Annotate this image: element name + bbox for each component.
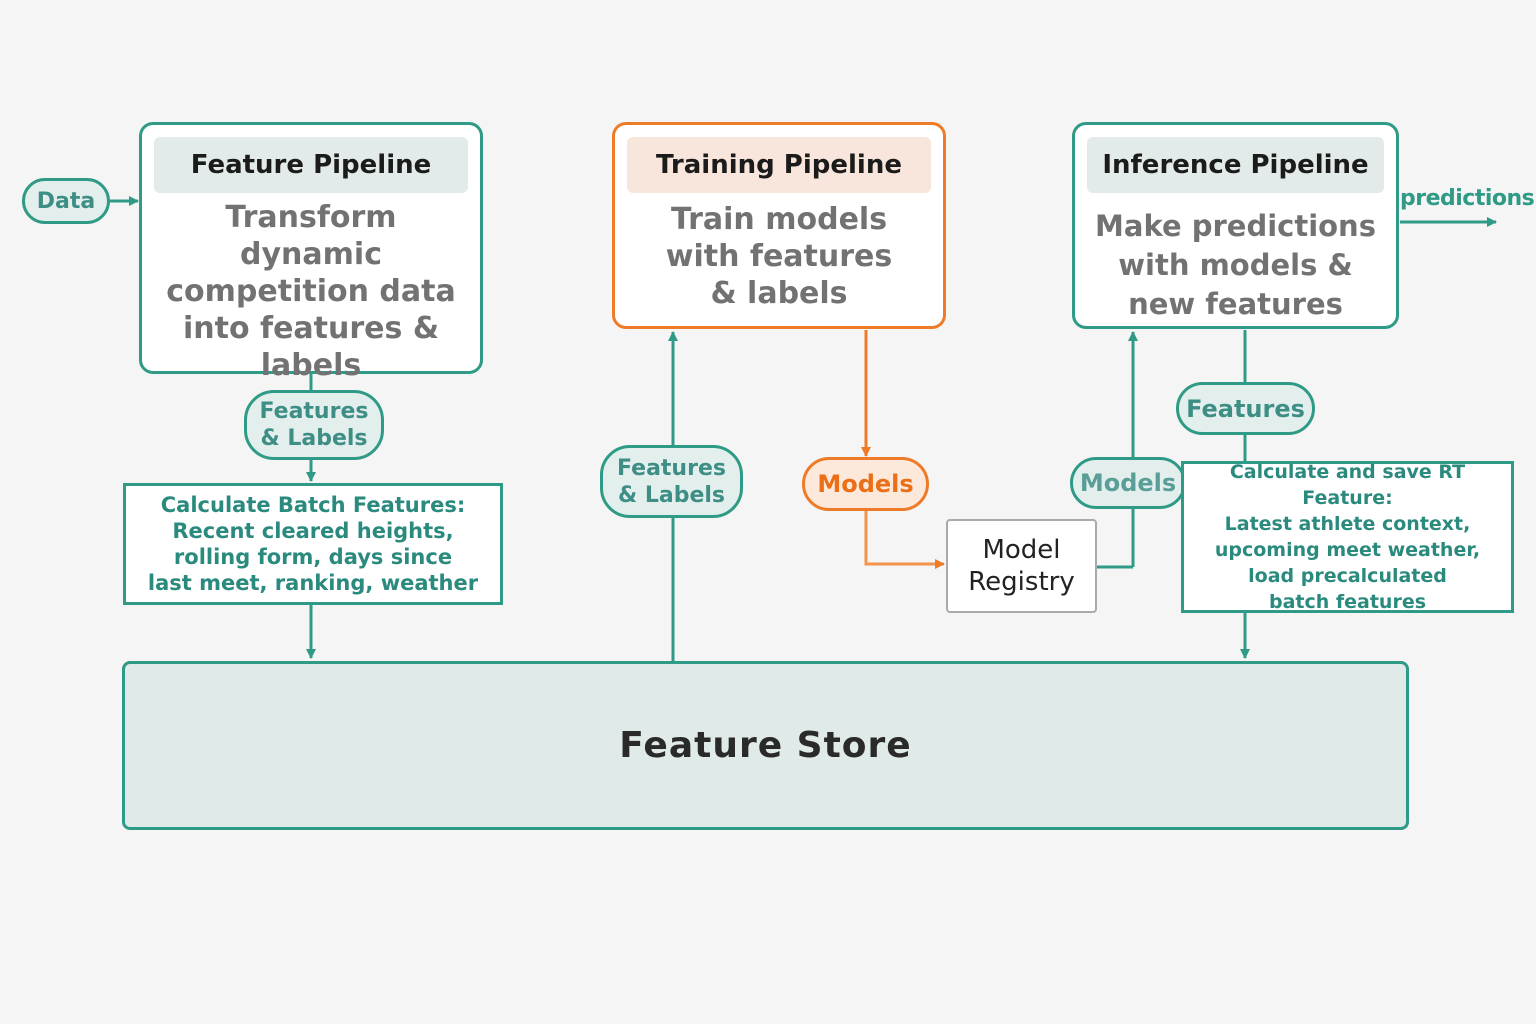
feature-pipeline-box: Feature Pipeline Transform dynamic compe…: [139, 122, 483, 383]
feature-store-label: Feature Store: [619, 725, 912, 766]
inference-features-badge: Features: [1176, 382, 1315, 435]
model-registry-box: Model Registry: [946, 519, 1097, 613]
arrow-models-to-registry: [864, 510, 945, 569]
feature-pipeline-title: Feature Pipeline: [154, 137, 468, 193]
batch-features-box: Calculate Batch Features: Recent cleared…: [123, 483, 503, 605]
rt-features-box: Calculate and save RT Feature: Latest at…: [1181, 461, 1514, 613]
training-output-models-badge: Models: [802, 457, 929, 511]
feature-store-box: Feature Store: [122, 661, 1409, 830]
training-input-badge: Features & Labels: [600, 445, 743, 518]
inference-models-badge: Models: [1070, 457, 1186, 509]
training-pipeline-description: Train models with features & labels: [665, 202, 893, 311]
predictions-output-label: predictions: [1400, 186, 1535, 211]
inference-pipeline-title: Inference Pipeline: [1087, 137, 1384, 193]
feature-pipeline-description: Transform dynamic competition data into …: [166, 200, 456, 383]
training-pipeline-box: Training Pipeline Train models with feat…: [612, 122, 946, 329]
feature-pipeline-output-badge: Features & Labels: [244, 390, 384, 460]
data-input-label: Data: [36, 188, 96, 214]
inference-pipeline-box: Inference Pipeline Make predictions with…: [1072, 122, 1399, 329]
data-input-badge: Data: [22, 178, 110, 224]
training-pipeline-title: Training Pipeline: [627, 137, 931, 193]
inference-pipeline-description: Make predictions with models & new featu…: [1095, 209, 1376, 321]
